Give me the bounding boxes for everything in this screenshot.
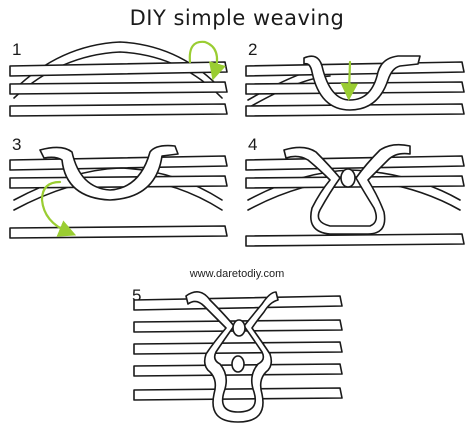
step-1-label: 1 bbox=[12, 40, 22, 59]
step-4-panel bbox=[245, 143, 465, 247]
step-2-panel bbox=[245, 55, 465, 117]
step-3-panel bbox=[9, 144, 228, 239]
diagram-title: DIY simple weaving bbox=[129, 6, 345, 30]
step-1-panel bbox=[9, 40, 228, 117]
step-2-label: 2 bbox=[248, 40, 258, 59]
website-url: www.daretodiy.com bbox=[189, 268, 285, 280]
step-5-label: 5 bbox=[132, 286, 142, 305]
step-4-label: 4 bbox=[248, 135, 258, 154]
step-3-label: 3 bbox=[12, 135, 22, 154]
step-5-panel bbox=[133, 291, 343, 423]
